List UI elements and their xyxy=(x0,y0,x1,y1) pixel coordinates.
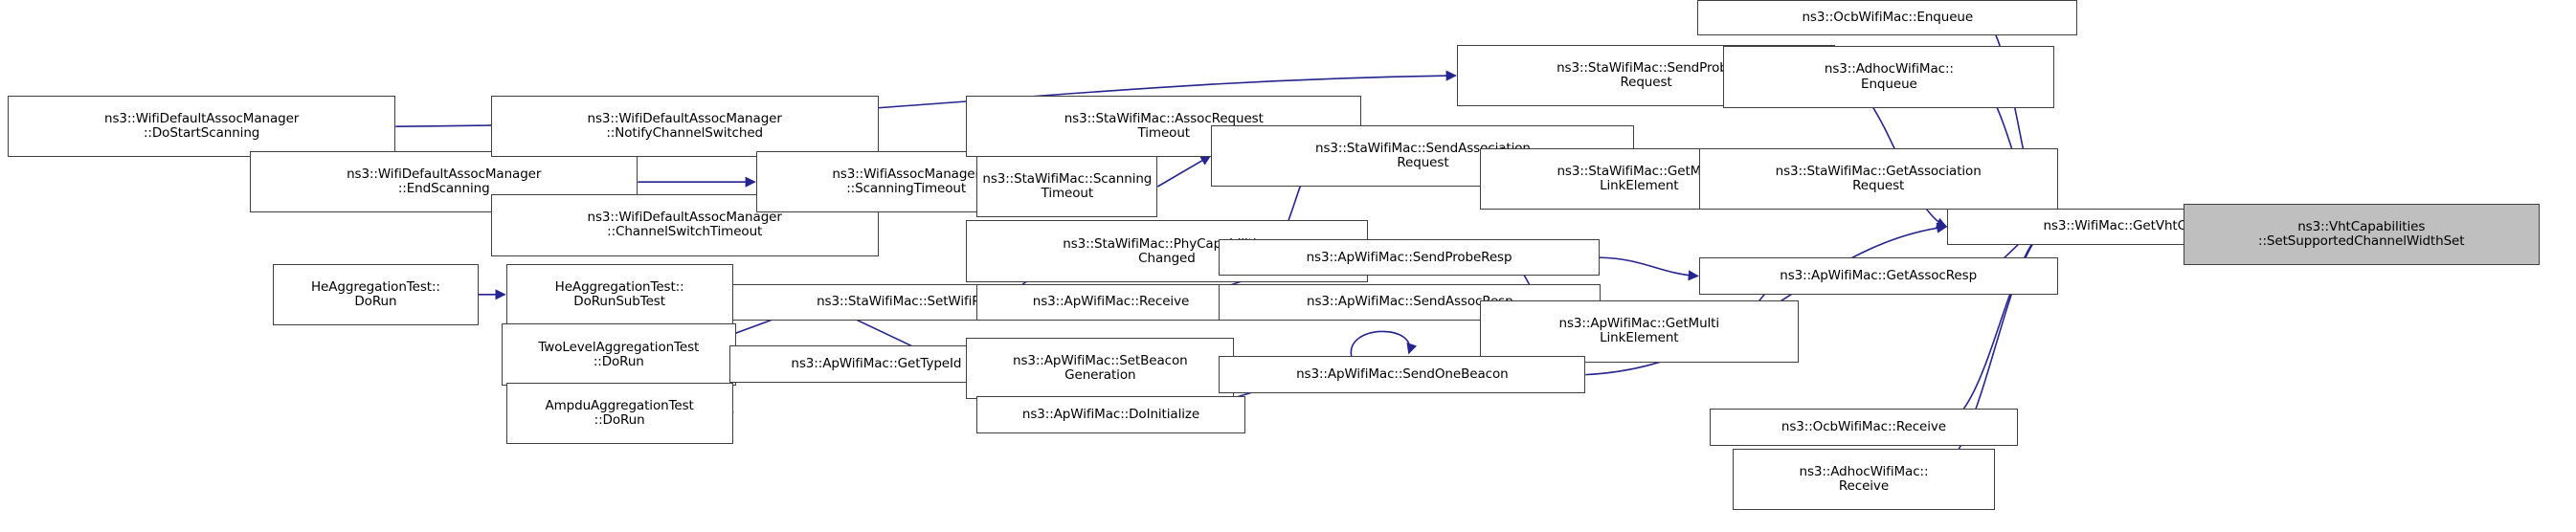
graph-node-label: ns3::WifiDefaultAssocManager ::DoStartSc… xyxy=(103,111,300,142)
graph-node-label: ns3::ApWifiMac::DoInitialize xyxy=(1021,406,1200,422)
graph-node-label: ns3::ApWifiMac::GetMulti LinkElement xyxy=(1558,316,1720,346)
graph-node-label: ns3::ApWifiMac::Receive xyxy=(1032,294,1190,310)
graph-node-label: ns3::ApWifiMac::SetBeacon Generation xyxy=(1012,353,1188,384)
graph-node-label: ns3::ApWifiMac::SendProbeResp xyxy=(1306,249,1512,265)
graph-node[interactable]: ns3::ApWifiMac::DoInitialize xyxy=(976,396,1245,433)
graph-node-label: AmpduAggregationTest ::DoRun xyxy=(545,397,694,428)
graph-node[interactable]: ns3::ApWifiMac::SendOneBeacon xyxy=(1219,356,1586,393)
graph-node[interactable]: HeAggregationTest:: DoRun xyxy=(273,263,479,326)
graph-node-label: ns3::VhtCapabilities ::SetSupportedChann… xyxy=(2258,218,2465,249)
graph-node[interactable]: ns3::StaWifiMac::GetAssociation Request xyxy=(1698,147,2058,211)
graph-node-label: ns3::WifiDefaultAssocManager ::NotifyCha… xyxy=(587,111,782,142)
graph-node-label: ns3::StaWifiMac::SendProbe Request xyxy=(1557,59,1736,90)
graph-node-label: ns3::OcbWifiMac::Receive xyxy=(1781,418,1946,434)
graph-node[interactable]: TwoLevelAggregationTest ::DoRun xyxy=(501,323,736,386)
graph-node-label: ns3::OcbWifiMac::Enqueue xyxy=(1802,9,1974,25)
graph-node-label: ns3::StaWifiMac::Scanning Timeout xyxy=(982,170,1153,201)
graph-node[interactable]: ns3::AdhocWifiMac:: Enqueue xyxy=(1723,46,2055,108)
graph-node-label: ns3::WifiAssocManager ::ScanningTimeout xyxy=(832,166,980,197)
graph-node[interactable]: ns3::ApWifiMac::GetAssocResp xyxy=(1698,257,2058,295)
graph-node-label: ns3::AdhocWifiMac:: Enqueue xyxy=(1824,61,1954,92)
graph-node[interactable]: ns3::WifiDefaultAssocManager ::DoStartSc… xyxy=(8,95,396,158)
graph-node[interactable]: ns3::StaWifiMac::Scanning Timeout xyxy=(976,155,1158,218)
graph-node-label: HeAggregationTest:: DoRun xyxy=(310,278,440,309)
graph-node-label: ns3::ApWifiMac::SendAssocResp xyxy=(1307,294,1513,310)
graph-node[interactable]: ns3::OcbWifiMac::Receive xyxy=(1709,409,2018,446)
graph-edge xyxy=(1350,330,1418,357)
graph-node-label: ns3::WifiDefaultAssocManager ::EndScanni… xyxy=(347,166,542,197)
graph-node[interactable]: ns3::OcbWifiMac::Enqueue xyxy=(1697,0,2078,36)
graph-node[interactable]: HeAggregationTest:: DoRunSubTest xyxy=(505,263,733,326)
graph-node-label: TwoLevelAggregationTest ::DoRun xyxy=(538,339,700,369)
graph-node-label: ns3::ApWifiMac::GetAssocResp xyxy=(1780,267,1978,283)
graph-node[interactable]: ns3::ApWifiMac::Receive xyxy=(976,283,1245,321)
graph-node[interactable]: ns3::ApWifiMac::SendProbeResp xyxy=(1219,238,1600,277)
graph-node-label: ns3::AdhocWifiMac:: Receive xyxy=(1799,464,1929,495)
graph-node-label: ns3::WifiDefaultAssocManager ::ChannelSw… xyxy=(587,210,782,240)
graph-node[interactable]: ns3::AdhocWifiMac:: Receive xyxy=(1733,448,1995,511)
graph-node[interactable]: ns3::ApWifiMac::SetBeacon Generation xyxy=(966,337,1235,400)
graph-node[interactable]: AmpduAggregationTest ::DoRun xyxy=(505,382,733,445)
graph-node[interactable]: ns3::ApWifiMac::GetMulti LinkElement xyxy=(1479,300,1799,363)
graph-node-label: ns3::StaWifiMac::GetAssociation Request xyxy=(1775,163,1982,193)
graph-node[interactable]: ns3::WifiDefaultAssocManager ::NotifyCha… xyxy=(490,95,879,158)
graph-edge xyxy=(1156,155,1212,188)
graph-node-label: HeAggregationTest:: DoRunSubTest xyxy=(554,278,684,309)
graph-node[interactable]: ns3::VhtCapabilities ::SetSupportedChann… xyxy=(2183,203,2540,266)
graph-node-label: ns3::ApWifiMac::SendOneBeacon xyxy=(1296,366,1509,383)
graph-edge xyxy=(1599,256,1699,281)
